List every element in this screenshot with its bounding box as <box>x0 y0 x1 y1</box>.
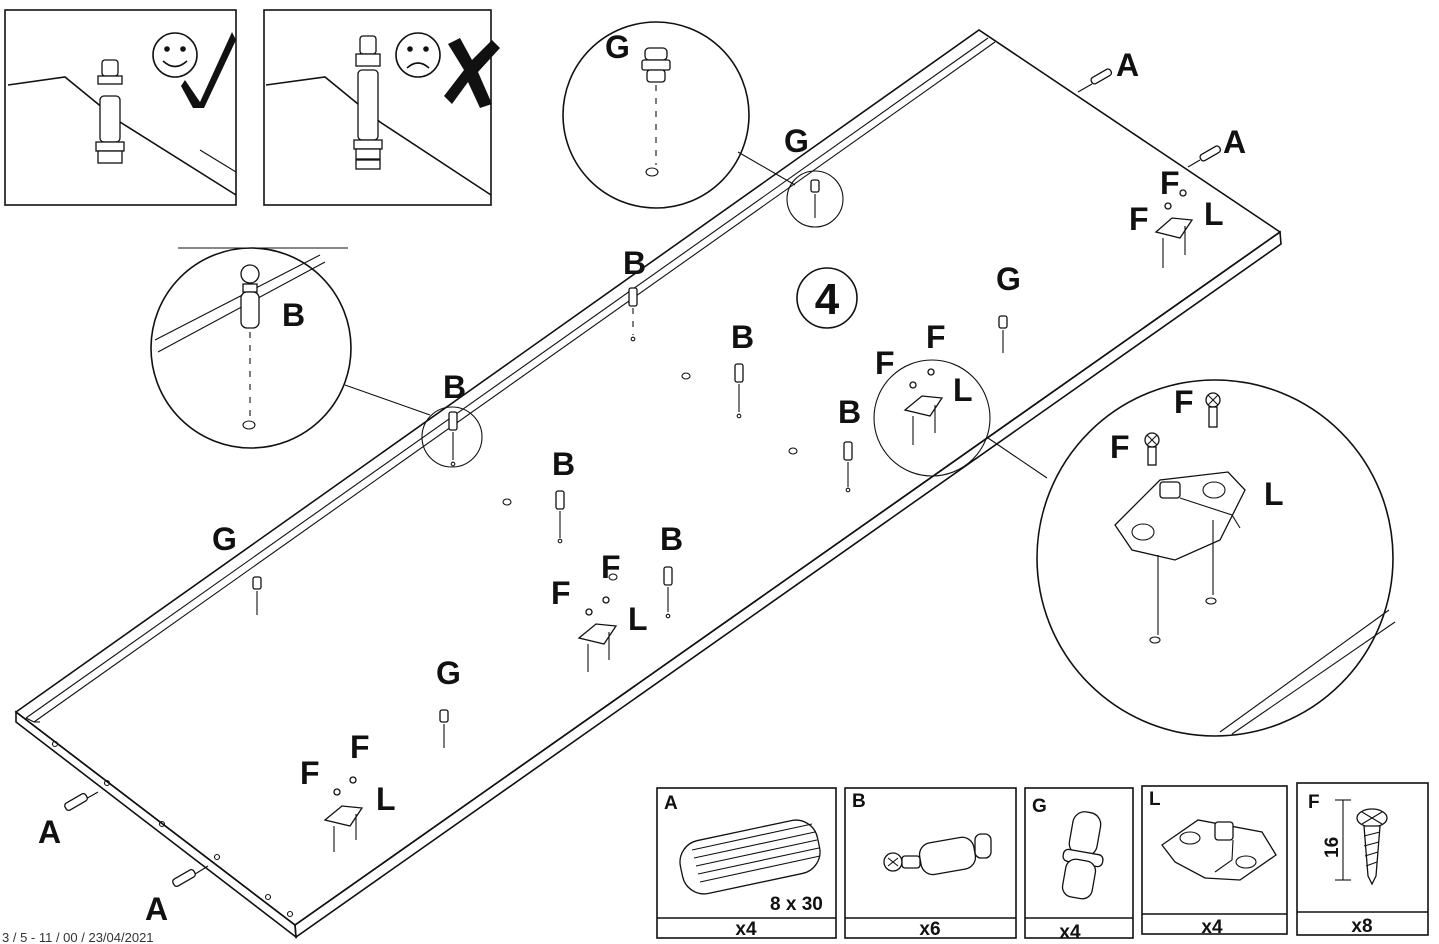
legend-size-a: 8 x 30 <box>770 894 823 915</box>
legend-letter-l: L <box>1149 789 1161 810</box>
hinge-plate-icon <box>1161 819 1277 881</box>
legend-qty-b: x6 <box>919 919 940 940</box>
shelf-pin-marker-4: G <box>436 655 461 748</box>
svg-text:A: A <box>145 891 168 927</box>
svg-text:F: F <box>300 755 320 791</box>
hinge-plate-detail-icon <box>1114 471 1246 561</box>
cam-bolt-detail-icon <box>240 264 260 329</box>
legend-qty-a: x4 <box>735 919 757 940</box>
hinge-plate-marker-3: F F L <box>551 549 648 672</box>
svg-text:G: G <box>996 261 1021 297</box>
svg-text:F: F <box>1160 165 1180 201</box>
cam-bolt-marker-4: B <box>838 394 861 493</box>
svg-text:A: A <box>1116 47 1139 83</box>
legend-letter-b: B <box>852 791 866 812</box>
detail-circle-hinge-plate: F F L <box>873 359 1396 737</box>
footer-text: 3 / 5 - 11 / 00 / 23/04/2021 <box>2 930 154 944</box>
cam-bolt-long-icon <box>353 35 383 170</box>
svg-text:B: B <box>552 446 575 482</box>
svg-text:F: F <box>601 549 621 585</box>
cross-mark-icon <box>444 38 500 108</box>
svg-text:L: L <box>628 601 648 637</box>
svg-text:G: G <box>436 655 461 691</box>
detail-circle-cam-bolt: B <box>150 247 483 468</box>
svg-text:A: A <box>38 814 61 850</box>
legend-item-a: A 8 x 30 x4 <box>656 787 837 940</box>
legend-item-b: B x6 <box>844 787 1017 940</box>
svg-text:B: B <box>443 369 466 405</box>
cam-bolt-marker-5: B <box>552 446 575 544</box>
shelf-pin-detail-icon <box>641 47 671 83</box>
svg-text:A: A <box>1223 124 1246 160</box>
cam-bolt-marker-6: B <box>660 521 683 619</box>
dowel-icon <box>679 819 821 895</box>
legend-size-f: 16 <box>1322 837 1343 858</box>
svg-text:G: G <box>784 123 809 159</box>
svg-text:F: F <box>1129 201 1149 237</box>
screw-detail-icon-2 <box>1205 392 1221 428</box>
legend-qty-l: x4 <box>1201 917 1223 938</box>
hinge-plate-marker-1: F F L <box>1129 165 1224 268</box>
svg-text:F: F <box>926 319 946 355</box>
svg-text:B: B <box>731 319 754 355</box>
svg-text:F: F <box>875 345 895 381</box>
svg-text:L: L <box>1204 196 1224 232</box>
sad-face-icon <box>395 32 441 78</box>
svg-text:L: L <box>953 372 973 408</box>
shelf-pin-marker-3: G <box>212 521 262 615</box>
screw-detail-icon-1 <box>1144 432 1160 466</box>
legend-qty-g: x4 <box>1059 922 1081 943</box>
hinge-plate-marker-4: F F L <box>300 729 396 852</box>
dowel-marker-1: A <box>1077 47 1139 93</box>
label-f-detail-2: F <box>1174 384 1194 420</box>
dimension-marker: 16 <box>1322 799 1351 881</box>
shelf-pin-marker-2: G <box>996 261 1021 353</box>
label-l-detail: L <box>1264 476 1284 512</box>
legend-letter-g: G <box>1032 796 1047 817</box>
cam-bolt-marker-2: B <box>731 319 754 419</box>
legend-letter-f: F <box>1308 792 1320 813</box>
label-f-detail-1: F <box>1110 429 1130 465</box>
smiley-face-icon <box>152 32 198 78</box>
svg-text:B: B <box>623 245 646 281</box>
svg-text:G: G <box>212 521 237 557</box>
shelf-pin-icon <box>1061 811 1104 900</box>
dowel-marker-4: A <box>145 865 209 927</box>
legend-item-l: L x4 <box>1141 785 1288 938</box>
cam-bolt-icon <box>883 833 992 876</box>
svg-text:F: F <box>350 729 370 765</box>
legend-qty-f: x8 <box>1351 916 1372 937</box>
svg-text:L: L <box>376 781 396 817</box>
step-number: 4 <box>815 275 840 324</box>
legend-letter-a: A <box>664 793 678 814</box>
shelf-pin-marker-1: G <box>784 123 820 218</box>
label-b-detail: B <box>282 297 305 333</box>
main-board-panel <box>14 29 1282 939</box>
legend-item-f: F 16 x8 <box>1296 782 1429 937</box>
label-g-detail: G <box>605 29 630 65</box>
correct-insertion-panel <box>4 9 237 206</box>
dowel-marker-3: A <box>38 791 99 850</box>
screw-icon <box>1356 808 1388 886</box>
cam-bolt-marker-1: B <box>623 245 646 342</box>
cam-bolt-marker-3: B <box>443 369 466 467</box>
cam-bolt-short-icon <box>95 59 125 164</box>
parts-legend: A 8 x 30 x4 B <box>656 782 1429 943</box>
step-badge: 4 <box>796 267 858 329</box>
hinge-plate-marker-2: F F L <box>875 319 973 445</box>
dowel-marker-2: A <box>1187 124 1246 168</box>
check-mark-icon <box>181 32 236 108</box>
wrong-insertion-panel <box>263 9 500 206</box>
svg-text:B: B <box>838 394 861 430</box>
svg-text:F: F <box>551 575 571 611</box>
legend-item-g: G x4 <box>1024 787 1134 943</box>
detail-circle-shelf-pin: G <box>562 21 844 228</box>
svg-text:B: B <box>660 521 683 557</box>
